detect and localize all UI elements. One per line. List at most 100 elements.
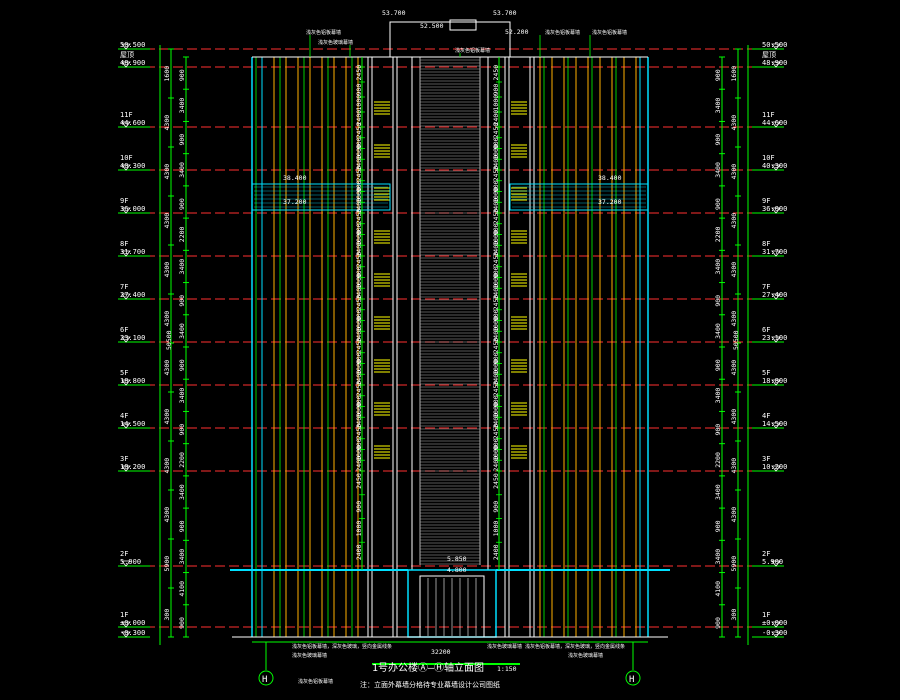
core-dim-value: 2400 <box>492 110 500 126</box>
dim-value: 3400 <box>178 549 186 565</box>
core-dim-value: 2450 <box>355 123 363 139</box>
core-dim-value: 900 <box>355 395 363 407</box>
axis-bubble-right <box>625 670 641 686</box>
core-dim-value: 1000 <box>492 273 500 289</box>
dim-value: 1600 <box>730 66 738 82</box>
dim-value: 4100 <box>714 581 722 597</box>
core-dim-value: 2450 <box>492 295 500 311</box>
core-dim-value: 1000 <box>492 445 500 461</box>
core-dim-value: 1000 <box>355 402 363 418</box>
core-dim-value: 2450 <box>492 252 500 268</box>
level-elevation: 14.500 <box>762 420 787 428</box>
core-dim-value: 2400 <box>492 413 500 429</box>
core-dim-value: 1000 <box>355 95 363 111</box>
level-name: 8F <box>762 240 770 248</box>
top-mark-mid-right: 52.200 <box>505 28 529 36</box>
drawing-scale: 1:150 <box>497 665 517 673</box>
note-bottom-right-2: 浅灰色玻璃幕墙 <box>568 652 603 659</box>
core-dim-value: 2450 <box>492 473 500 489</box>
level-name: 6F <box>762 326 770 334</box>
total-height-right: 50500 <box>732 330 740 350</box>
drawing-footnote: 注：立面外幕墙分格待专业幕墙设计公司图纸 <box>360 680 500 689</box>
level-name: 9F <box>762 197 770 205</box>
level-elevation: 23.100 <box>120 334 145 342</box>
level-name: 3F <box>120 455 128 463</box>
level-triangle <box>121 379 131 386</box>
drawing-title: 1号办公楼Ⓐ—Ⓗ轴立面图 <box>372 661 484 674</box>
core-dim-value: 900 <box>355 84 363 96</box>
level-elevation: ±0.000 <box>762 619 787 627</box>
core-dim-value: 2400 <box>492 370 500 386</box>
level-elevation: 5.900 <box>762 558 783 566</box>
dim-value: 900 <box>714 359 722 371</box>
dim-value: 4300 <box>163 213 171 229</box>
core-dim-value: 900 <box>492 395 500 407</box>
core-dim-value: 900 <box>355 180 363 192</box>
level-name: 4F <box>120 412 128 420</box>
level-triangle <box>121 43 131 50</box>
core-dim-value: 2400 <box>355 327 363 343</box>
core-dimension-chains: 2450900100024002450900100024002450900100… <box>355 57 502 570</box>
level-triangle <box>121 422 131 429</box>
dim-value: 2200 <box>178 452 186 468</box>
level-elevation: 31.700 <box>762 248 787 256</box>
core-dim-value: 2400 <box>355 370 363 386</box>
level-elevation: 44.600 <box>120 119 145 127</box>
canopy-mark-left-bottom: 37.200 <box>283 198 307 206</box>
dim-value: 4300 <box>163 360 171 376</box>
level-triangle <box>771 293 781 300</box>
level-elevation: 5.900 <box>120 558 141 566</box>
level-elevation: 36.000 <box>762 205 787 213</box>
level-elevation: ±0.000 <box>120 619 145 627</box>
level-elevation: -0.300 <box>120 629 145 637</box>
dim-value: 900 <box>714 134 722 146</box>
level-elevation: 23.100 <box>762 334 787 342</box>
dim-value: 3400 <box>714 484 722 500</box>
dim-value: 4300 <box>163 115 171 131</box>
level-triangle <box>771 379 781 386</box>
core-dim-value: 2450 <box>355 209 363 225</box>
dim-value: 3400 <box>714 259 722 275</box>
dim-value: 5900 <box>730 556 738 572</box>
core-dim-value: 1000 <box>492 316 500 332</box>
level-elevation: 18.800 <box>762 377 787 385</box>
level-triangle <box>771 61 781 68</box>
level-elevation: 31.700 <box>120 248 145 256</box>
dim-value: 4300 <box>163 164 171 180</box>
core-dim-value: 2450 <box>492 65 500 81</box>
level-name: 3F <box>762 455 770 463</box>
dim-value: 900 <box>178 295 186 307</box>
dim-value: 4300 <box>163 458 171 474</box>
dim-value: 900 <box>714 520 722 532</box>
dim-value: 3400 <box>178 259 186 275</box>
core-dim-value: 1000 <box>492 95 500 111</box>
core-dim-value: 900 <box>492 438 500 450</box>
core-dim-value: 1000 <box>355 144 363 160</box>
core-dim-value: 2400 <box>492 284 500 300</box>
level-elevation: 40.300 <box>120 162 145 170</box>
sky-garden-band <box>251 183 391 211</box>
axis-label-left: H <box>262 675 267 685</box>
core-dim-value: 2450 <box>355 252 363 268</box>
level-triangle <box>121 336 131 343</box>
level-name: 8F <box>120 240 128 248</box>
core-dim-value: 2400 <box>492 456 500 472</box>
axis-bubble-left <box>258 670 274 686</box>
dim-value: 4300 <box>730 115 738 131</box>
level-triangle <box>121 121 131 128</box>
level-name: 2F <box>762 550 770 558</box>
dim-value: 5900 <box>163 556 171 572</box>
level-name: 5F <box>120 369 128 377</box>
dim-value: 3400 <box>178 388 186 404</box>
core-dim-value: 900 <box>355 438 363 450</box>
dim-value: 2200 <box>714 452 722 468</box>
entrance-mark-top: 5.850 <box>447 555 467 563</box>
core-dim-value: 2400 <box>355 155 363 171</box>
note-bottom-sub: 浅灰色铝板幕墙 <box>298 678 333 685</box>
building-facade <box>145 19 755 670</box>
overall-width: 32200 <box>431 648 451 656</box>
dim-value: 300 <box>730 609 738 621</box>
core-dim-value: 1000 <box>355 316 363 332</box>
